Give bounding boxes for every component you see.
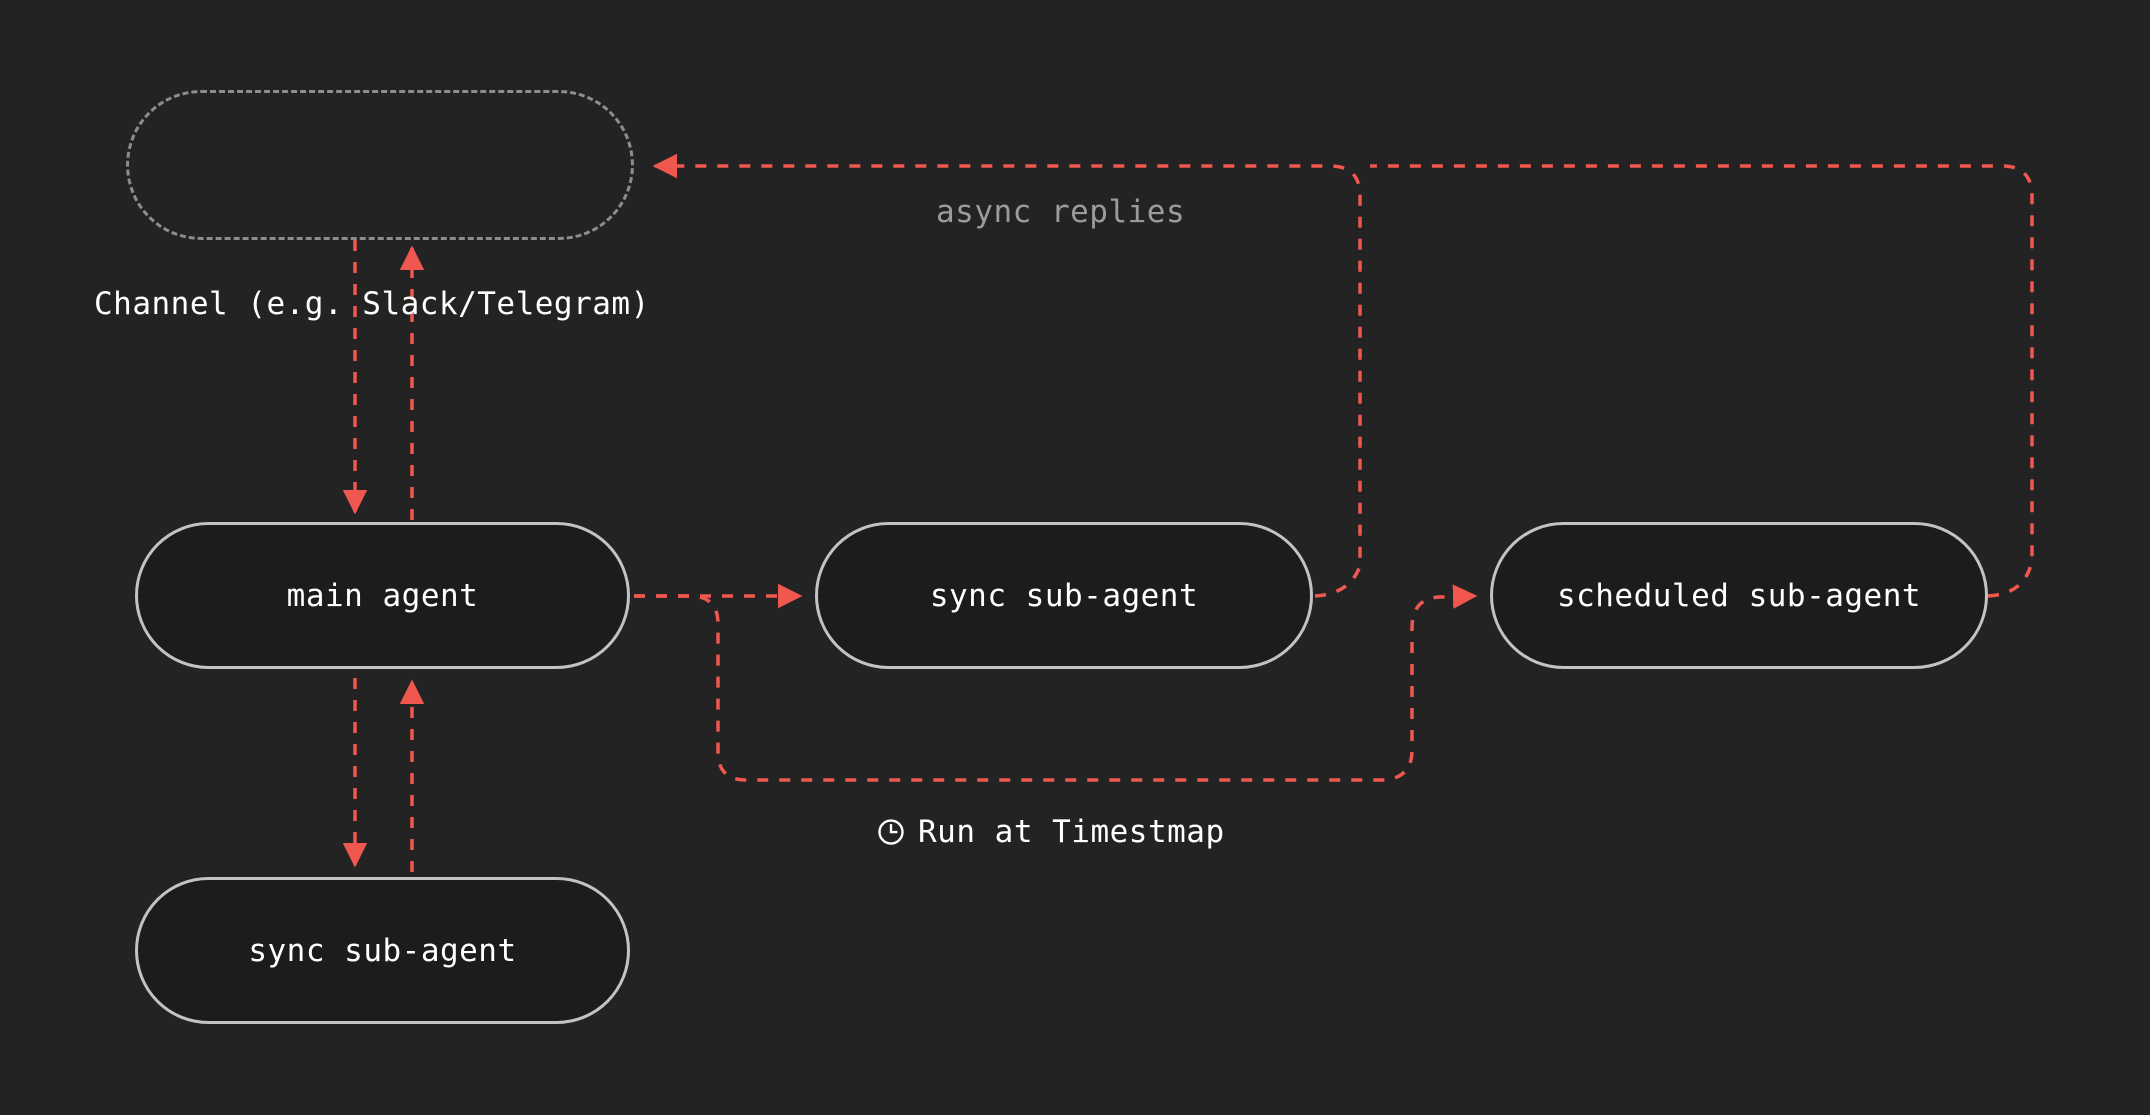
run-at-timestamp-label: Run at Timestmap <box>876 814 1225 850</box>
node-scheduled-sub-agent[interactable]: scheduled sub-agent <box>1490 522 1988 669</box>
clock-icon <box>876 817 906 847</box>
async-replies-label: async replies <box>936 194 1186 230</box>
node-sync-sub-agent-bottom[interactable]: sync sub-agent <box>135 877 630 1024</box>
edge-scheduled-to-channel <box>1370 164 2034 598</box>
edge-sync-top-to-channel <box>652 153 1362 598</box>
node-channel[interactable] <box>126 90 634 240</box>
node-sync-sub-agent-top-label: sync sub-agent <box>929 577 1199 614</box>
node-main-agent[interactable]: main agent <box>135 522 630 669</box>
node-main-agent-label: main agent <box>286 577 479 614</box>
channel-caption: Channel (e.g. Slack/Telegram) <box>94 286 650 322</box>
node-sync-sub-agent-bottom-label: sync sub-agent <box>248 932 517 969</box>
node-scheduled-sub-agent-label: scheduled sub-agent <box>1556 577 1922 614</box>
node-sync-sub-agent-top[interactable]: sync sub-agent <box>815 522 1313 669</box>
run-at-timestamp-text: Run at Timestmap <box>918 814 1225 850</box>
